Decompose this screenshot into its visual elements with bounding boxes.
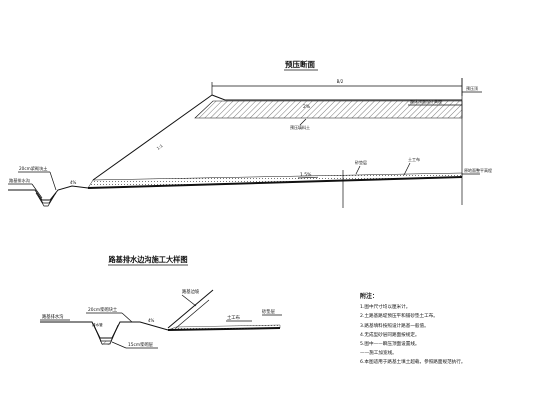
main-section-title: 预压断面 bbox=[285, 59, 315, 69]
detail-label-mortar: 20cm浆砌块土 bbox=[88, 306, 118, 313]
ditch-inner-2 bbox=[37, 195, 55, 207]
detail-label-subgrade-slope: 路基边坡 bbox=[182, 288, 200, 295]
detail-slope-2 bbox=[175, 299, 210, 329]
ditch-block-leader bbox=[49, 171, 57, 191]
label-slope-upper: 1:1 bbox=[156, 143, 165, 151]
ditch-outline bbox=[8, 185, 89, 201]
label-preload-soil: 预压填料土 bbox=[290, 124, 310, 130]
base-line-thick bbox=[87, 176, 463, 189]
detail-section-title: 路基排水边沟施工大样图 bbox=[108, 255, 187, 264]
detail-ditch-hatch bbox=[100, 341, 112, 345]
notes-block: 附注： 1.图中尺寸均以厘米计。 2.土路基路堤预压平和铺砂垫土工布。 3.路基… bbox=[360, 292, 556, 368]
preload-top-line bbox=[211, 94, 462, 101]
note-item-6: ——施工加宽线。 bbox=[360, 351, 397, 357]
detail-mortar-leader bbox=[121, 312, 133, 323]
detail-gravel bbox=[167, 324, 281, 331]
detail-ditch-inner bbox=[93, 324, 119, 342]
detail-label-slope-ditch: 4% bbox=[148, 318, 155, 323]
detail-subgrade-slope-leader bbox=[181, 294, 197, 307]
label-slope-base: 1.5% bbox=[300, 172, 312, 178]
detail-label-ditch: 路基排水沟 bbox=[42, 313, 63, 320]
slope-base-arrow bbox=[297, 176, 319, 179]
detail-slope bbox=[167, 289, 214, 329]
gravel-leader bbox=[355, 165, 361, 175]
detail-label-gravel: 砂垫层 bbox=[262, 308, 276, 315]
label-slope-left: 2% bbox=[303, 104, 311, 110]
label-geotextile: 土工布 bbox=[408, 156, 420, 162]
label-ground-line: 原地面整平高程 bbox=[464, 167, 492, 173]
detail-label-bottom-mortar: 15cm浆砌层 bbox=[128, 341, 154, 348]
top-dimension-label: B/2 bbox=[337, 79, 344, 84]
detail-label-geotextile: 土工布 bbox=[227, 314, 241, 321]
note-item-4: 4.无成型砂层同路面按规定。 bbox=[360, 332, 420, 338]
embankment-slope bbox=[92, 94, 213, 181]
label-ditch: 路基排水沟 bbox=[9, 177, 30, 184]
detail-ditch-outline bbox=[40, 321, 169, 339]
preload-soil-leader bbox=[299, 118, 307, 126]
main-section: 预压断面 B/2 预压顶 2% 路床顶面设计高程 预压填料土 1:1 bbox=[8, 59, 492, 208]
detail-bottom-mortar-leader bbox=[111, 341, 127, 349]
note-item-2: 2.土路基路堤预压平和铺砂垫土工布。 bbox=[360, 314, 438, 320]
notes-header: 附注： bbox=[360, 293, 379, 300]
label-gravel: 砂垫层 bbox=[355, 159, 367, 165]
note-item-3: 3.路基填料按照设计路基一般值。 bbox=[360, 323, 429, 329]
note-item-7: 6.本图适用于路基土填土超载，参照路面规范执行。 bbox=[360, 360, 466, 366]
ditch-leader bbox=[31, 183, 43, 199]
label-subgrade-top: 路床顶面设计高程 bbox=[410, 98, 442, 104]
note-item-1: 1.图中尺寸均以厘米计。 bbox=[360, 305, 411, 311]
label-ditch-block: 20cm浆砌块土 bbox=[19, 165, 47, 172]
label-slope-ditch: 4% bbox=[70, 180, 77, 185]
label-preload-top: 预压顶 bbox=[466, 85, 478, 91]
note-item-5: 5.图中——瞬压顶面设置线。 bbox=[360, 342, 420, 348]
detail-section: 路基排水边沟施工大样图 路基边坡 土工布 砂垫层 4% 20cm浆砌块土 路基排… bbox=[40, 255, 282, 349]
detail-label-drain-pipe: 排水管 bbox=[92, 322, 103, 327]
geotextile-leader bbox=[403, 162, 411, 176]
